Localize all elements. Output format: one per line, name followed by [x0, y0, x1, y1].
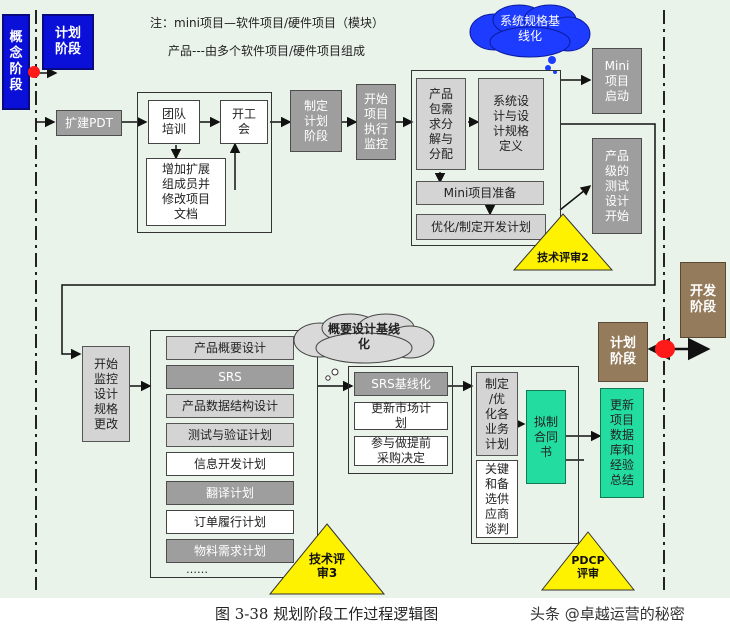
product-group-frame: [411, 70, 561, 246]
srs-baseline-box: SRS基线化: [354, 372, 448, 396]
phase-boundaries: [35, 10, 665, 590]
pdcp-review-triangle: [540, 531, 636, 591]
expand-pdt-box: 扩建PDT: [56, 110, 122, 136]
start-monitor-box: 开始 项目 执行 监控: [356, 84, 396, 160]
plans-list-frame: [150, 330, 318, 578]
concept-design-baseline-label: 概要设计基线 化: [327, 322, 400, 351]
contract-box: 拟制 合同 书: [526, 390, 566, 484]
team-training-box: 团队 培训: [148, 100, 200, 144]
plan-list-item: 测试与验证计划: [166, 423, 294, 447]
product-test-box: 产品 级的 测试 设计 开始: [592, 138, 642, 234]
key-suppliers-box: 关键 和备 选供 应商 谈判: [476, 460, 518, 538]
figure-caption: 图 3-38 规划阶段工作过程逻辑图: [215, 605, 439, 623]
kickoff-box: 开工 会: [220, 100, 268, 144]
caption-bar: [0, 598, 730, 634]
plan-list-item: 订单履行计划: [166, 510, 294, 534]
tech-review-2-triangle: [512, 213, 614, 271]
system-spec-baseline-label: 系统规格基 线化: [499, 14, 560, 43]
dev-phase-box: 开发 阶段: [680, 262, 726, 338]
concept-milestone-dot: [28, 66, 40, 78]
mini-prep-box: Mini项目准备: [416, 181, 544, 205]
product-requirement-box: 产品 包需 求分 解与 分配: [416, 78, 466, 170]
plan-phase-box-top: 计划 阶段: [42, 14, 94, 70]
note-line-1: 注：mini项目—软件项目/硬件项目（模块）: [150, 16, 385, 30]
system-design-box: 系统设 计与设 计规格 定义: [478, 78, 544, 170]
update-market-box: 更新市场计 划: [354, 401, 448, 430]
tech-review-3-label: 技术评 审3: [308, 552, 345, 581]
team-group-frame: [137, 92, 272, 233]
business-group-frame: [471, 366, 579, 544]
plan-list-item: 产品数据结构设计: [166, 394, 294, 418]
start-monitor-spec-box: 开始 监控 设计 规格 更改: [82, 346, 130, 442]
system-spec-baseline-cloud: [469, 4, 591, 58]
watermark-text: 头条 @卓越运营的秘密: [530, 605, 685, 623]
tech-review-2-label: 技术评审2: [537, 251, 589, 264]
concept-phase-box: 概 念 阶 段: [2, 14, 30, 110]
business-plan-box: 制定 /优 化各 业务 计划: [476, 372, 518, 456]
tech-review-3-triangle: [268, 523, 386, 595]
srs-group-frame: [348, 366, 453, 474]
add-members-box: 增加扩展 组成员并 修改项目 文档: [146, 158, 226, 226]
plan-list-item: 产品概要设计: [166, 336, 294, 360]
update-db-box: 更新 项目 数据 库和 经验 总结: [600, 388, 644, 498]
optimize-plan-box: 优化/制定开发计划: [416, 214, 546, 240]
plan-list-item: 信息开发计划: [166, 452, 294, 476]
concept-design-baseline-cloud: [293, 313, 435, 364]
make-plan-box: 制定 计划 阶段: [290, 90, 342, 152]
procurement-box: 参与做提前 采购决定: [354, 436, 448, 466]
plans-ellipsis: ……: [186, 563, 208, 576]
plan-phase-box-bottom: 计划 阶段: [598, 322, 648, 382]
plan-list-item: SRS: [166, 365, 294, 389]
pdcp-review-label: PDCP 评审: [571, 554, 605, 581]
plan-list-item: 物料需求计划: [166, 539, 294, 563]
mini-start-box: Mini 项目 启动: [592, 48, 642, 114]
plan-list-item: 翻译计划: [166, 481, 294, 505]
plan-dev-milestone-dot: [655, 340, 675, 358]
note-line-2: 产品---由多个软件项目/硬件项目组成: [168, 44, 366, 58]
